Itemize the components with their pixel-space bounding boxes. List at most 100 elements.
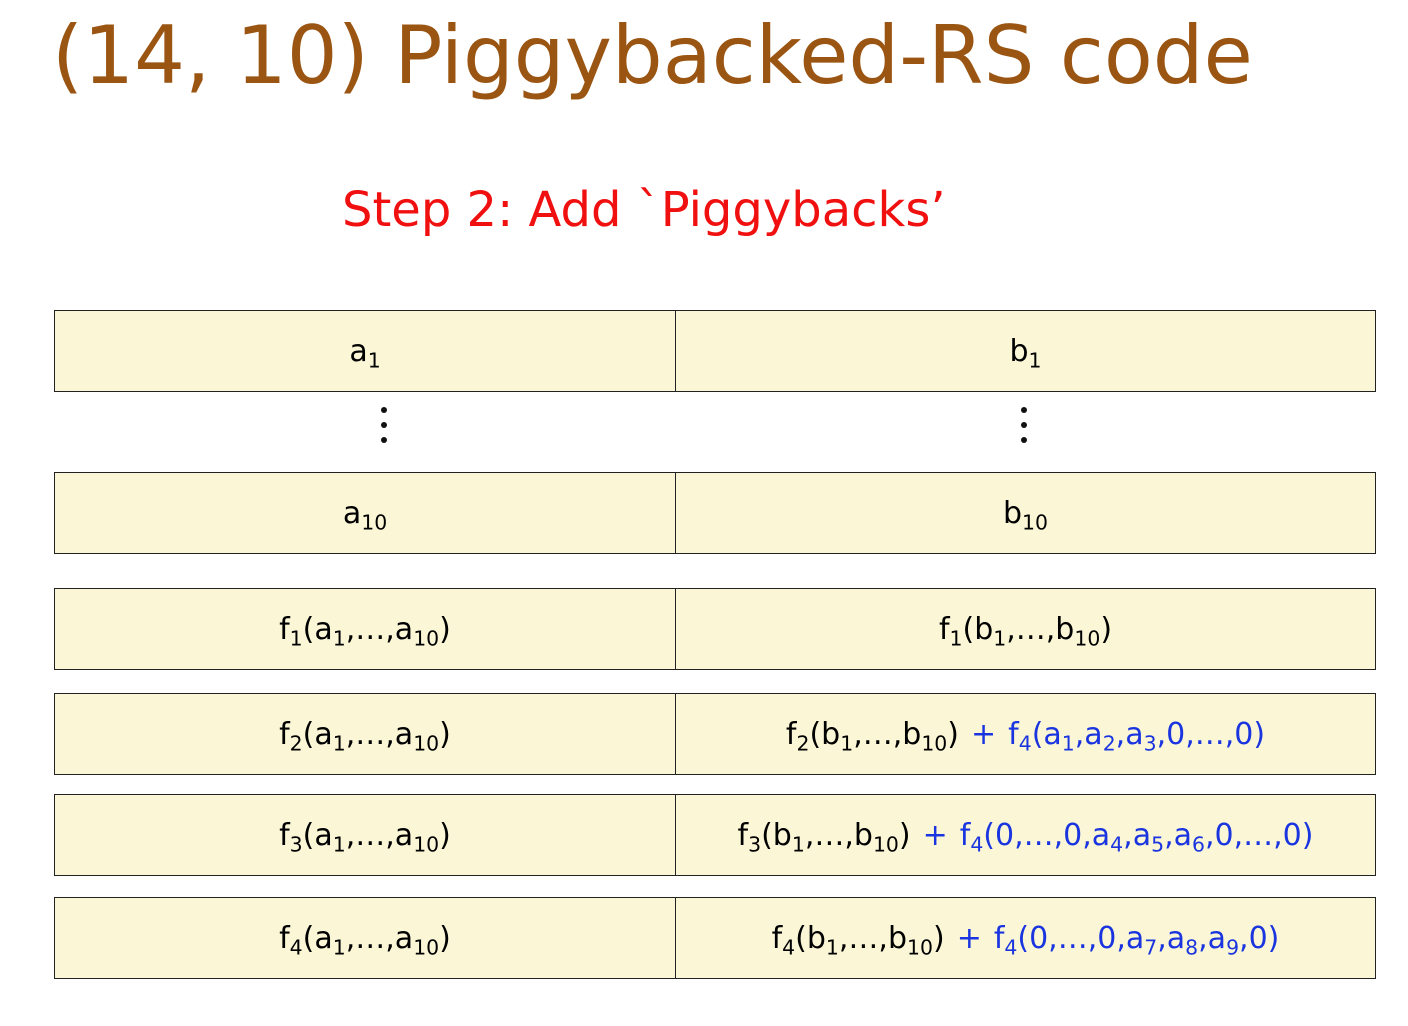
cell-expression: b10 bbox=[1003, 495, 1048, 535]
expr-subscript: 1 bbox=[840, 731, 854, 756]
expr-text: ,…,a bbox=[345, 611, 414, 647]
expr-text: f bbox=[993, 920, 1005, 956]
expr-text: (0,…,0,a bbox=[983, 817, 1111, 853]
expr-text: ,0) bbox=[1239, 920, 1280, 956]
expr-subscript: 4 bbox=[1004, 935, 1018, 960]
expr-subscript: 5 bbox=[1151, 832, 1165, 857]
expr-subscript: 6 bbox=[1191, 832, 1205, 857]
expr-text: ,…,b bbox=[853, 716, 922, 752]
expr-text: ,…,b bbox=[1006, 611, 1075, 647]
cell-expression: a10 bbox=[342, 495, 388, 535]
expr-subscript: 1 bbox=[949, 626, 963, 651]
vertical-ellipsis-icon bbox=[1014, 398, 1034, 452]
expr-text: ) bbox=[439, 920, 451, 956]
cell-parity-b-2: f2(b1,…,b10)+f4(a1,a2,a3,0,…,0) bbox=[675, 693, 1376, 775]
expr-subscript: 1 bbox=[367, 348, 381, 373]
plus-sign: + bbox=[971, 716, 997, 752]
expr-text: f bbox=[938, 611, 950, 647]
expr-subscript: 4 bbox=[1018, 731, 1032, 756]
step-subtitle: Step 2: Add `Piggybacks’ bbox=[342, 182, 946, 238]
expr-subscript: 4 bbox=[1110, 832, 1124, 857]
cell-expression: f3(b1,…,b10) bbox=[738, 817, 911, 857]
cell-parity-b-4: f4(b1,…,b10)+f4(0,…,0,a7,a8,a9,0) bbox=[675, 897, 1376, 979]
expr-text: (b bbox=[962, 611, 994, 647]
expr-subscript: 10 bbox=[1022, 510, 1048, 535]
expr-subscript: 4 bbox=[782, 935, 796, 960]
expr-subscript: 3 bbox=[748, 832, 762, 857]
cell-a10: a10 bbox=[54, 472, 676, 554]
expr-text: ) bbox=[947, 716, 959, 752]
expr-subscript: 4 bbox=[970, 832, 984, 857]
expr-text: ,…,b bbox=[838, 920, 908, 956]
cell-expression: a1 bbox=[349, 334, 381, 373]
table-row-parity-3: f3(a1,…,a10) f3(b1,…,b10)+f4(0,…,0,a4,a5… bbox=[54, 794, 1376, 876]
table-row-a1-b1: a1 b1 bbox=[54, 310, 1376, 392]
expr-subscript: 1 bbox=[993, 626, 1007, 651]
expr-subscript: 3 bbox=[289, 832, 303, 857]
expr-subscript: 2 bbox=[289, 731, 303, 756]
expr-subscript: 10 bbox=[413, 626, 440, 651]
plus-sign: + bbox=[956, 920, 982, 956]
cell-parity-a-1: f1(a1,…,a10) bbox=[54, 588, 676, 670]
table-row-parity-4: f4(a1,…,a10) f4(b1,…,b10)+f4(0,…,0,a7,a8… bbox=[54, 897, 1376, 979]
expr-text: b bbox=[1003, 495, 1023, 531]
piggyback-expression: f4(0,…,0,a4,a5,a6,0,…,0) bbox=[960, 817, 1314, 857]
expr-text: ,a bbox=[1115, 716, 1144, 752]
expr-text: ) bbox=[932, 920, 945, 956]
cell-b10: b10 bbox=[675, 472, 1376, 554]
cell-parity-b-1: f1(b1,…,b10) bbox=[675, 588, 1376, 670]
cell-a1: a1 bbox=[54, 310, 676, 392]
expr-text: (a bbox=[1031, 716, 1062, 752]
cell-parity-b-3: f3(b1,…,b10) + f4(0,…,0,a4,a5,a6,0,…,0) bbox=[675, 794, 1376, 876]
expr-text: f bbox=[771, 920, 783, 956]
expr-text: (b bbox=[761, 817, 792, 853]
expr-subscript: 10 bbox=[872, 832, 899, 857]
expr-text: (a bbox=[302, 611, 333, 647]
cell-expression: f4(a1,…,a10) bbox=[279, 920, 451, 960]
expr-text: ,…,a bbox=[345, 716, 414, 752]
expr-subscript: 9 bbox=[1226, 935, 1240, 960]
cell-expression: f3(a1,…,a10) bbox=[279, 817, 451, 857]
cell-expression: f4(b1,…,b10) bbox=[771, 920, 945, 960]
cell-parity-a-2: f2(a1,…,a10) bbox=[54, 693, 676, 775]
expr-text: f bbox=[279, 920, 290, 956]
expr-subscript: 10 bbox=[413, 832, 440, 857]
expr-text: ) bbox=[439, 817, 451, 853]
expr-text: b bbox=[1009, 333, 1029, 369]
table-row-parity-2: f2(a1,…,a10) f2(b1,…,b10)+f4(a1,a2,a3,0,… bbox=[54, 693, 1376, 775]
expr-subscript: 1 bbox=[1028, 348, 1042, 373]
expr-text: (0,…,0,a bbox=[1017, 920, 1145, 956]
expr-text: ,0,…,0) bbox=[1204, 817, 1314, 853]
cell-expression: b1 bbox=[1009, 333, 1042, 373]
expr-subscript: 1 bbox=[825, 935, 839, 960]
cell-expression: f1(a1,…,a10) bbox=[279, 611, 451, 651]
cell-expression: f1(b1,…,b10) bbox=[938, 611, 1112, 651]
cell-parity-a-4: f4(a1,…,a10) bbox=[54, 897, 676, 979]
expr-subscript: 7 bbox=[1144, 935, 1158, 960]
expr-text: ,a bbox=[1164, 817, 1192, 853]
expr-subscript: 10 bbox=[907, 935, 933, 960]
plus-sign: + bbox=[922, 817, 948, 853]
expr-subscript: 1 bbox=[332, 935, 346, 960]
expr-text: ,…,a bbox=[345, 817, 414, 853]
table-row-parity-1: f1(a1,…,a10) f1(b1,…,b10) bbox=[54, 588, 1376, 670]
expr-subscript: 1 bbox=[332, 832, 346, 857]
expr-text: ) bbox=[439, 716, 451, 752]
table-row-a10-b10: a10 b10 bbox=[54, 472, 1376, 554]
expr-text: ,a bbox=[1123, 817, 1152, 853]
expr-text: f bbox=[1008, 716, 1019, 752]
expr-subscript: 10 bbox=[361, 510, 388, 535]
expr-text: f bbox=[279, 817, 290, 853]
expr-subscript: 1 bbox=[332, 731, 346, 756]
expr-subscript: 1 bbox=[332, 626, 346, 651]
expr-text: a bbox=[342, 495, 362, 531]
expr-subscript: 1 bbox=[289, 626, 303, 651]
expr-subscript: 10 bbox=[921, 731, 948, 756]
expr-subscript: 10 bbox=[413, 731, 440, 756]
vertical-ellipsis-icon bbox=[374, 398, 394, 452]
expr-subscript: 2 bbox=[796, 731, 810, 756]
cell-parity-a-3: f3(a1,…,a10) bbox=[54, 794, 676, 876]
expr-text: ,…,a bbox=[345, 920, 414, 956]
expr-subscript: 1 bbox=[791, 832, 805, 857]
expr-text: ) bbox=[898, 817, 911, 853]
